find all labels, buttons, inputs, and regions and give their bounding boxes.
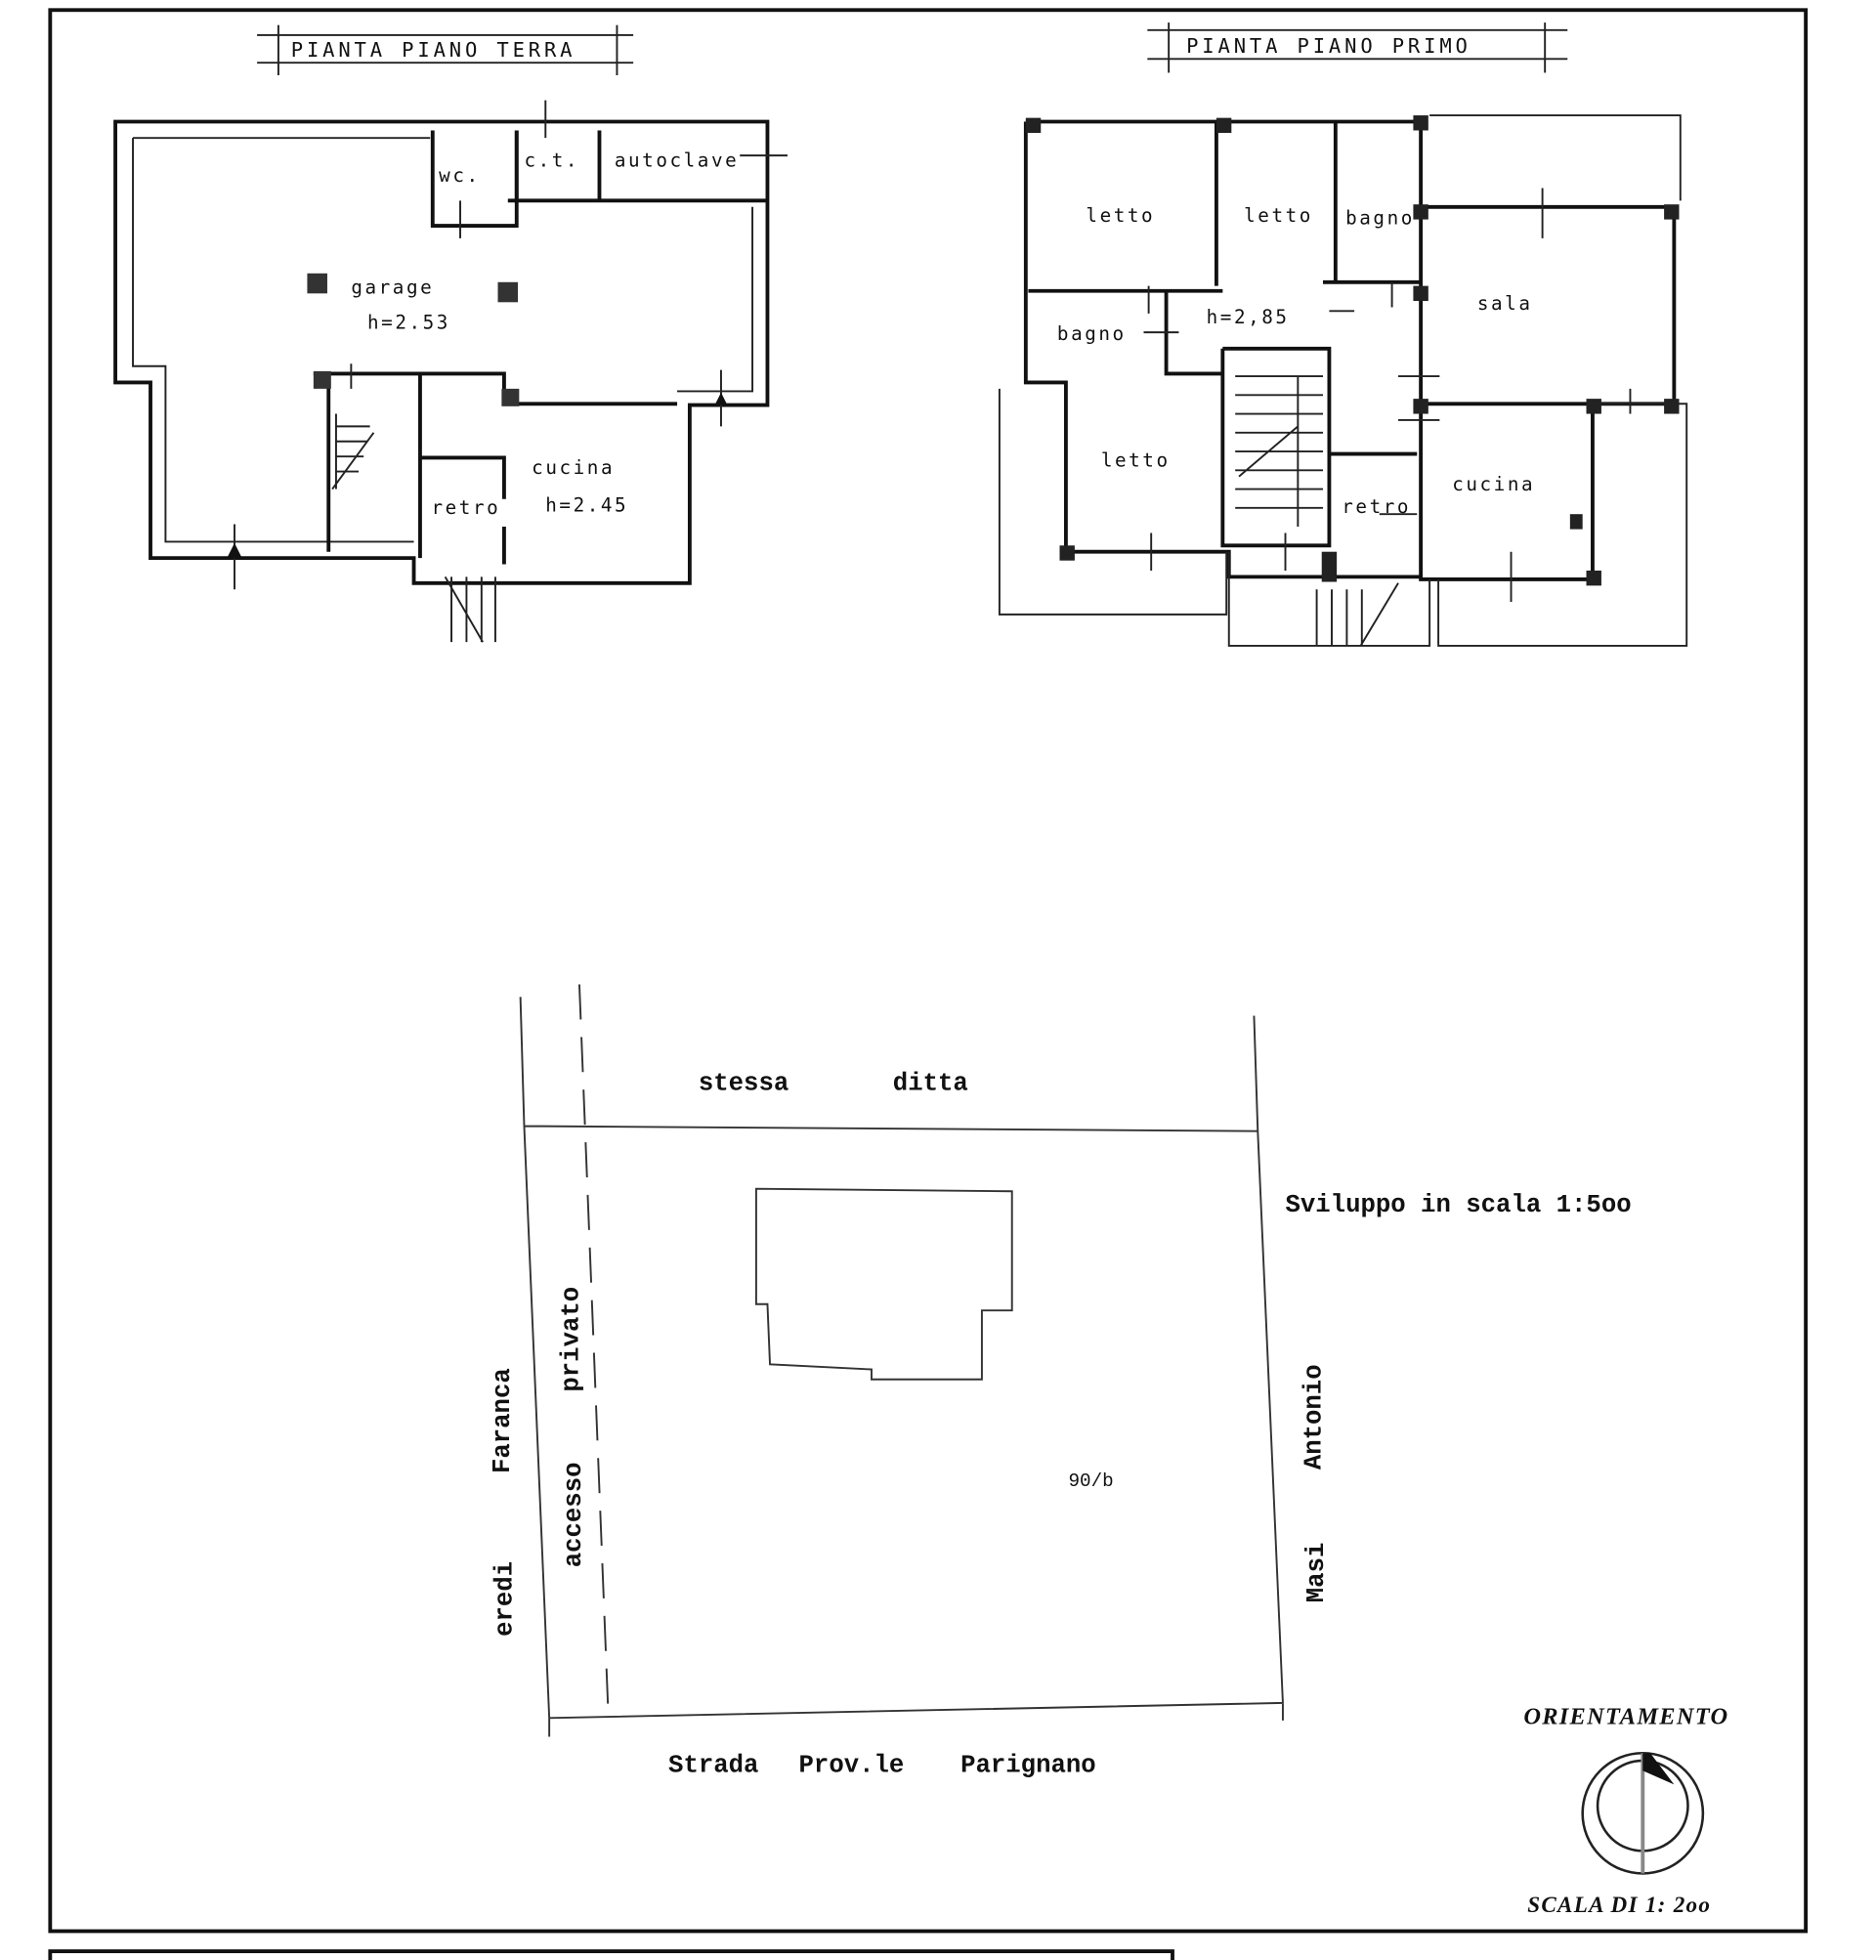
ground-floor-title-frame: PIANTA PIANO TERRA <box>257 24 634 76</box>
building-footprint <box>754 1187 1013 1381</box>
ground-floor-title: PIANTA PIANO TERRA <box>291 38 576 62</box>
room-height-first-floor: h=2,85 <box>1207 306 1290 328</box>
interior-walls <box>1028 121 1593 548</box>
section-markers <box>1143 188 1632 603</box>
north-neighbor-label-1: stessa <box>699 1069 789 1097</box>
access-label-2: privato <box>558 1287 586 1392</box>
room-label-bagno-1: bagno <box>1345 207 1415 230</box>
stair <box>331 413 496 643</box>
room-label-bagno-2: bagno <box>1057 322 1127 345</box>
room-label-retro: retro <box>431 496 500 519</box>
drawing-scale: SCALA DI 1: 2oo <box>1527 1892 1711 1917</box>
road-label-1: Strada <box>668 1751 758 1779</box>
room-height-garage: h=2.53 <box>367 311 450 333</box>
parcel-number: 90/b <box>1068 1470 1113 1492</box>
north-neighbor-label-2: ditta <box>893 1069 968 1097</box>
title-block-box <box>48 1949 1174 1960</box>
first-floor-plan: PIANTA PIANO PRIMO letto letto bagno bag… <box>998 22 1688 647</box>
section-markers <box>234 100 788 590</box>
room-label-retro: retro <box>1342 495 1411 518</box>
terraces <box>998 114 1688 647</box>
first-floor-title-frame: PIANTA PIANO PRIMO <box>1147 22 1568 73</box>
room-label-garage: garage <box>351 276 434 298</box>
ground-floor-outer-wall <box>113 119 770 585</box>
orientation-title: ORIENTAMENTO <box>1523 1704 1728 1730</box>
room-label-wc: wc. <box>439 164 480 187</box>
pillars <box>1025 115 1680 586</box>
pillar <box>313 370 331 389</box>
utility-wall <box>507 130 768 203</box>
pillar <box>501 388 520 406</box>
room-label-sala: sala <box>1477 292 1533 315</box>
pillar <box>307 273 327 294</box>
pillar <box>497 281 519 303</box>
east-neighbor-label-1: Antonio <box>1300 1364 1328 1470</box>
first-floor-outer-wall <box>1025 119 1677 581</box>
parcel-boundary <box>519 997 1284 1737</box>
room-height-cucina: h=2.45 <box>545 494 628 517</box>
east-neighbor-label-2: Masi <box>1302 1543 1331 1603</box>
room-label-cucina: cucina <box>532 456 615 479</box>
room-label-cucina: cucina <box>1452 473 1535 495</box>
room-label-letto-3: letto <box>1101 448 1171 471</box>
kitchen-wall <box>313 371 678 565</box>
north-arrow-icon <box>1581 1751 1705 1875</box>
room-label-letto-2: letto <box>1244 204 1313 227</box>
orientation-block: ORIENTAMENTO SCALA DI 1: 2oo <box>1523 1704 1728 1918</box>
site-plan: stessa ditta Sviluppo in scala 1:5oo ere… <box>489 984 1632 1779</box>
ground-floor-plan: PIANTA PIANO TERRA wc. c.t. autoclave ga… <box>113 24 788 643</box>
west-neighbor-label-2: Faranca <box>489 1368 517 1473</box>
sheet-frame <box>48 8 1809 1934</box>
stair <box>1235 375 1399 647</box>
room-label-ct: c.t. <box>524 149 579 172</box>
scale-note: Sviluppo in scala 1:5oo <box>1286 1191 1632 1219</box>
road-label-2: Prov.le <box>799 1751 905 1779</box>
west-neighbor-label-1: eredi <box>491 1561 520 1637</box>
room-label-autoclave: autoclave <box>615 149 739 172</box>
access-label-1: accesso <box>560 1463 588 1568</box>
first-floor-title: PIANTA PIANO PRIMO <box>1186 34 1471 58</box>
room-label-letto-1: letto <box>1086 204 1155 227</box>
private-access-line <box>577 984 610 1712</box>
road-label-3: Parignano <box>960 1751 1096 1779</box>
